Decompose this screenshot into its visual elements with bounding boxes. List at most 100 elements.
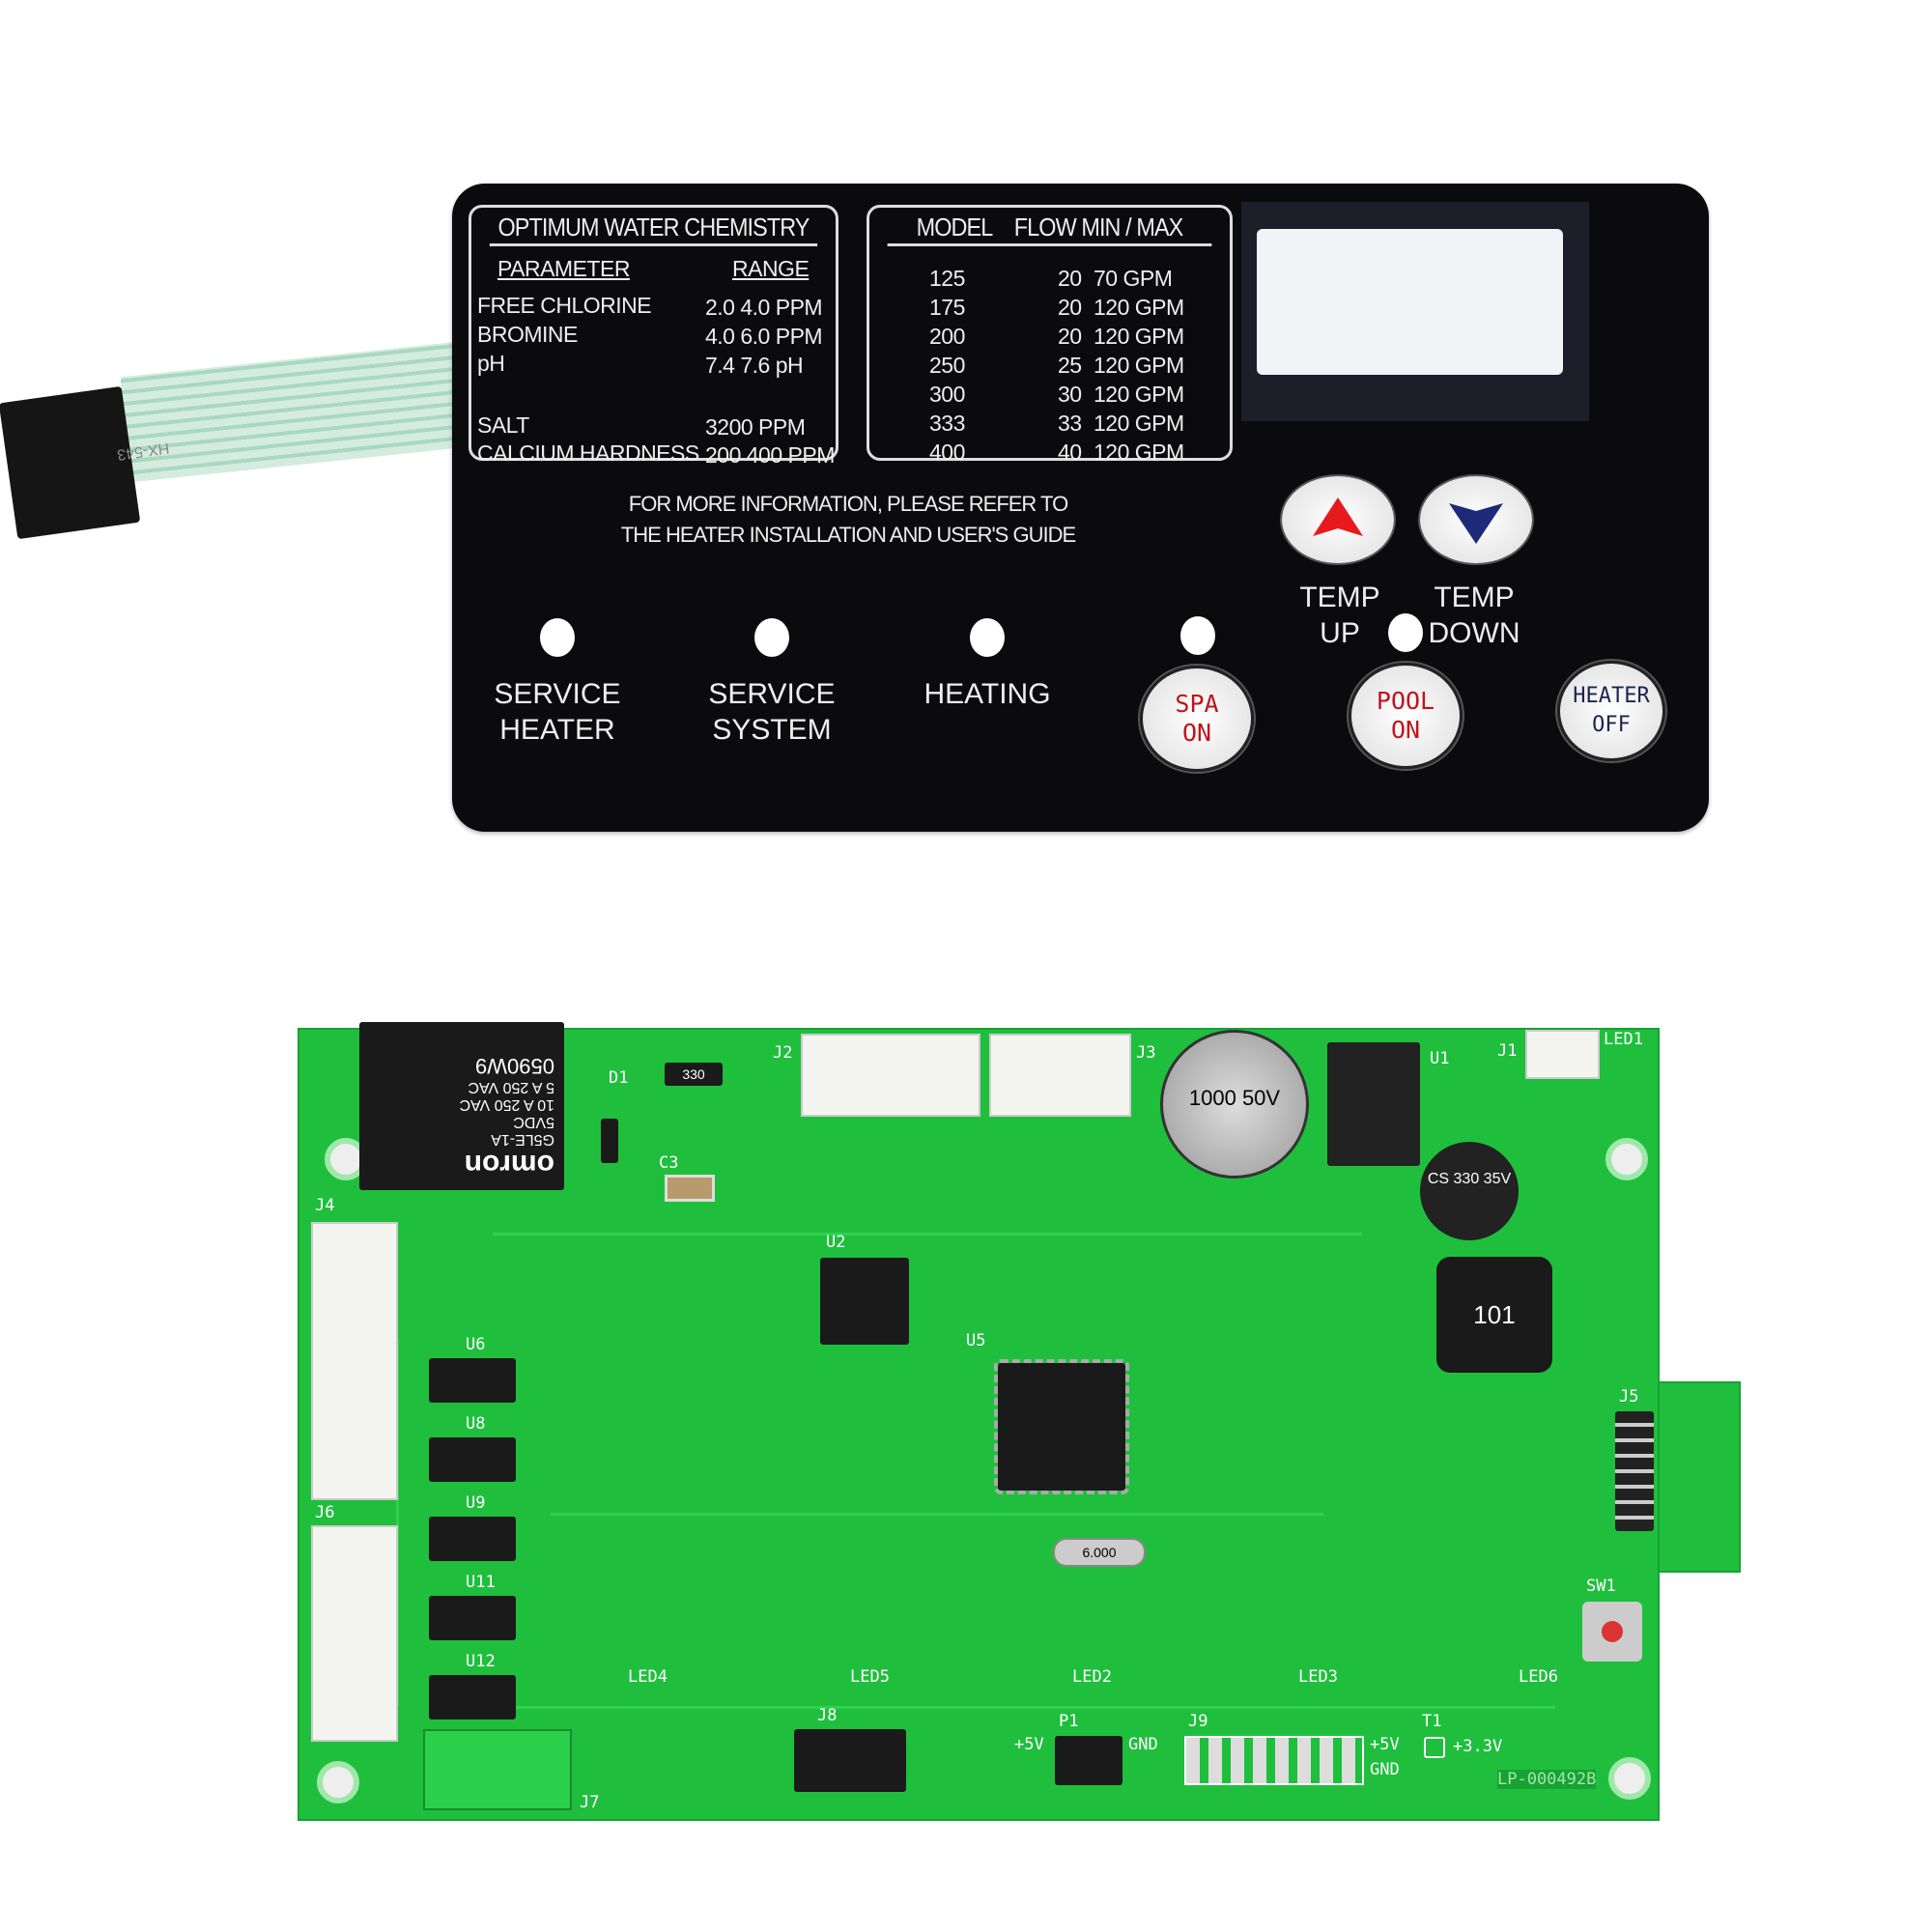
j2-label: J2 bbox=[773, 1043, 793, 1063]
display-window bbox=[1241, 202, 1589, 421]
chem-range: 7.4 7.6 pH bbox=[705, 353, 804, 378]
model-number: 250 bbox=[929, 353, 965, 378]
connector-j4 bbox=[311, 1222, 398, 1500]
optocoupler bbox=[429, 1358, 516, 1403]
j9-gnd-label: GND bbox=[1370, 1760, 1400, 1779]
part-number: LP-000492B bbox=[1497, 1770, 1597, 1789]
chem-range: 200 400 PPM bbox=[705, 442, 835, 468]
led5-label: LED5 bbox=[850, 1667, 890, 1687]
chem-range: 2.0 4.0 PPM bbox=[705, 295, 823, 320]
j5-label: J5 bbox=[1619, 1387, 1639, 1406]
ribbon-cable bbox=[121, 341, 459, 484]
chemistry-title: OPTIMUM WATER CHEMISTRY bbox=[489, 208, 818, 246]
info-line-1: FOR MORE INFORMATION, PLEASE REFER TO bbox=[628, 492, 1068, 516]
spa-led bbox=[1180, 616, 1215, 655]
optocoupler bbox=[429, 1437, 516, 1482]
microcontroller-u5 bbox=[994, 1359, 1129, 1494]
p1-gnd-label: GND bbox=[1128, 1735, 1158, 1754]
service-system-led bbox=[754, 618, 789, 657]
model-number: 125 bbox=[929, 266, 965, 291]
optocoupler bbox=[429, 1675, 516, 1719]
t1-3v3-label: +3.3V bbox=[1453, 1737, 1503, 1756]
flow-min: 40 bbox=[1058, 440, 1082, 465]
p1-label: P1 bbox=[1059, 1712, 1079, 1731]
heating-label: HEATING bbox=[923, 678, 1051, 710]
optocoupler bbox=[429, 1517, 516, 1561]
model-number: 200 bbox=[929, 324, 965, 349]
model-number: 400 bbox=[929, 440, 965, 465]
t1-label: T1 bbox=[1422, 1712, 1442, 1731]
flow-max: 120 GPM bbox=[1094, 440, 1184, 465]
j1-label: J1 bbox=[1497, 1041, 1518, 1061]
pin-header-j5 bbox=[1615, 1411, 1654, 1531]
optocoupler-label: U8 bbox=[466, 1414, 486, 1434]
flow-min: 20 bbox=[1058, 266, 1082, 291]
model-number: 175 bbox=[929, 295, 965, 320]
connector-j8 bbox=[794, 1729, 906, 1792]
capacitor-small: CS 330 35V bbox=[1420, 1142, 1519, 1240]
mounting-hole bbox=[317, 1761, 359, 1804]
flow-max: 120 GPM bbox=[1094, 295, 1184, 320]
j8-label: J8 bbox=[817, 1706, 838, 1725]
connector-j3 bbox=[989, 1034, 1131, 1117]
test-point-t1 bbox=[1424, 1737, 1445, 1758]
col-parameter: PARAMETER bbox=[497, 256, 630, 281]
c3-label: C3 bbox=[659, 1153, 679, 1173]
mounting-hole bbox=[1605, 1138, 1648, 1180]
connector-j6 bbox=[311, 1525, 398, 1742]
chip-u2 bbox=[820, 1258, 909, 1345]
water-chemistry-table: OPTIMUM WATER CHEMISTRY PARAMETER RANGE … bbox=[469, 205, 838, 468]
col-flow: FLOW MIN / MAX bbox=[1013, 213, 1183, 242]
diode-d1 bbox=[601, 1119, 618, 1163]
u2-label: U2 bbox=[826, 1233, 846, 1252]
inductor-l4: 101 bbox=[1436, 1257, 1552, 1373]
j7-label: J7 bbox=[580, 1793, 600, 1812]
mounting-hole bbox=[1608, 1757, 1651, 1800]
service-heater-led bbox=[540, 618, 575, 657]
arrow-down-icon bbox=[1449, 503, 1503, 544]
p1-5v-label: +5V bbox=[1014, 1735, 1044, 1754]
temp-down-button[interactable] bbox=[1420, 476, 1532, 563]
arrow-up-icon bbox=[1313, 497, 1363, 536]
optocoupler bbox=[429, 1596, 516, 1640]
led4-label: LED4 bbox=[628, 1667, 668, 1687]
col-model: MODEL bbox=[916, 213, 994, 242]
j9-label: J9 bbox=[1188, 1712, 1208, 1731]
u1-label: U1 bbox=[1430, 1049, 1450, 1068]
connector-j2 bbox=[801, 1034, 980, 1117]
header-p1[interactable] bbox=[1055, 1736, 1122, 1785]
info-text: FOR MORE INFORMATION, PLEASE REFER TO TH… bbox=[607, 489, 1090, 551]
led1-label: LED1 bbox=[1604, 1030, 1643, 1049]
optocoupler-label: U9 bbox=[466, 1493, 486, 1513]
membrane-keypad: OPTIMUM WATER CHEMISTRY PARAMETER RANGE … bbox=[452, 184, 1709, 832]
flow-max: 120 GPM bbox=[1094, 411, 1184, 436]
ribbon-connector: HX-543 bbox=[0, 385, 170, 540]
sw1-label: SW1 bbox=[1586, 1577, 1616, 1596]
col-range: RANGE bbox=[732, 256, 810, 281]
pool-led bbox=[1388, 613, 1423, 652]
temp-up-button[interactable] bbox=[1282, 476, 1394, 563]
flow-max: 120 GPM bbox=[1094, 353, 1184, 378]
crystal-x1: 6.000 bbox=[1053, 1538, 1146, 1567]
chem-param: FREE CHLORINE bbox=[477, 293, 652, 318]
flow-min: 33 bbox=[1058, 411, 1082, 436]
chem-param: CALCIUM HARDNESS bbox=[477, 440, 699, 466]
connector-j1 bbox=[1525, 1030, 1600, 1079]
chem-range: 3200 PPM bbox=[705, 414, 806, 440]
j4-label: J4 bbox=[315, 1196, 335, 1215]
d1-label: D1 bbox=[609, 1068, 629, 1088]
capacitor-c3 bbox=[665, 1175, 715, 1202]
optocoupler-label: U6 bbox=[466, 1335, 486, 1354]
flow-max: 120 GPM bbox=[1094, 324, 1184, 349]
reset-switch-sw1[interactable] bbox=[1582, 1602, 1642, 1662]
capacitor-large: 1000 50V bbox=[1160, 1030, 1309, 1179]
optocoupler-label: U11 bbox=[466, 1573, 496, 1592]
